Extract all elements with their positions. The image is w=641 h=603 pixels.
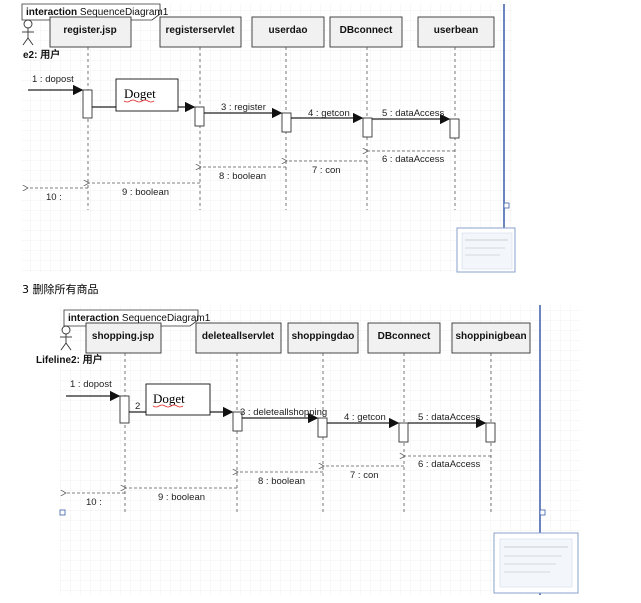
lifeline-head-dbconnect[interactable] [367,322,441,354]
spellcheck-underline [152,404,184,408]
message-label: 3 : register [221,102,266,113]
actor-label: e2: 用户 [23,48,60,61]
activation-bar [194,106,205,127]
diagram-2-frame-label: interaction SequenceDiagram1 [68,313,211,324]
message-label: 10 : [86,497,102,508]
actor-icon [22,19,34,46]
message-label: 4 : getcon [344,412,386,423]
lifeline-label: registerservlet [166,25,236,36]
lifeline-label: register.jsp [63,25,116,36]
lifeline-head-shopping-jsp[interactable] [85,322,162,354]
message-label: 6 : dataAccess [418,459,481,470]
resize-handle[interactable] [59,509,66,516]
spellcheck-underline [123,99,155,103]
section-heading: 3 删除所有商品 [22,282,99,296]
lifeline-head-userbean[interactable] [417,16,495,48]
activation-bar [398,422,409,443]
message-label: 6 : dataAccess [382,154,445,165]
diagram-1-frame-tag [21,3,161,21]
thumbnail-preview [499,538,573,588]
lifeline-head-register-jsp[interactable] [49,16,132,48]
thumbnail-preview [461,232,513,270]
activation-bar [119,395,130,424]
activation-bar [232,411,243,432]
diagram-1-frame-label: interaction SequenceDiagram1 [26,7,169,18]
lifeline-label: shopping.jsp [92,331,154,342]
actor-icon [60,325,72,351]
lifeline-head-dbconnect[interactable] [329,16,403,48]
activation-bar [362,117,373,138]
resize-handle[interactable] [503,202,510,209]
actor-label: Lifeline2: 用户 [36,353,103,366]
lifeline-label: DBconnect [378,331,431,342]
lifeline-label: DBconnect [340,25,393,36]
lifeline-label: userbean [434,25,478,36]
message-label: 2 [135,401,140,412]
message-label: 9 : boolean [158,492,205,503]
diagram-1: interaction SequenceDiagram1 e2: 用户 regi… [21,3,516,273]
lifeline-label: deleteallservlet [202,331,275,342]
doget-note-label: Doget [124,86,156,101]
message-label: 3 : deleteallshopping [240,407,327,418]
message-label: 10 : [46,192,62,203]
diagram-2: interaction SequenceDiagram1 Lifeline2: … [36,305,580,595]
resize-handle[interactable] [539,509,546,516]
message-label: 7 : con [350,470,379,481]
message-label: 4 : getcon [308,108,350,119]
activation-bar [82,89,93,119]
doget-note[interactable] [115,78,179,112]
activation-bar [317,417,328,438]
message-label: 1 : dopost [70,379,112,390]
activation-bar [281,112,292,133]
lifeline-label: shoppinigbean [455,331,526,342]
lifeline-label: userdao [269,25,308,36]
diagram-1-grid [22,4,512,272]
lifeline-head-shoppingdao[interactable] [287,322,359,354]
message-label: 1 : dopost [32,74,74,85]
message-label: 8 : boolean [258,476,305,487]
message-label: 8 : boolean [219,171,266,182]
message-label: 7 : con [312,165,341,176]
lifeline-head-shoppinigbean[interactable] [451,322,531,354]
lifeline-label: shoppingdao [292,331,355,342]
lifeline-head-deleteallservlet[interactable] [195,322,282,354]
message-label: 5 : dataAccess [382,108,445,119]
activation-bar [449,118,460,139]
message-label: 5 : dataAccess [418,412,481,423]
message-label: 9 : boolean [122,187,169,198]
lifeline-head-registerservlet[interactable] [159,16,242,48]
doget-note-label: Doget [153,391,185,406]
doget-note[interactable] [145,383,211,416]
activation-bar [485,422,496,443]
lifeline-head-userdao[interactable] [251,16,325,48]
diagram-2-frame-tag [63,309,199,327]
